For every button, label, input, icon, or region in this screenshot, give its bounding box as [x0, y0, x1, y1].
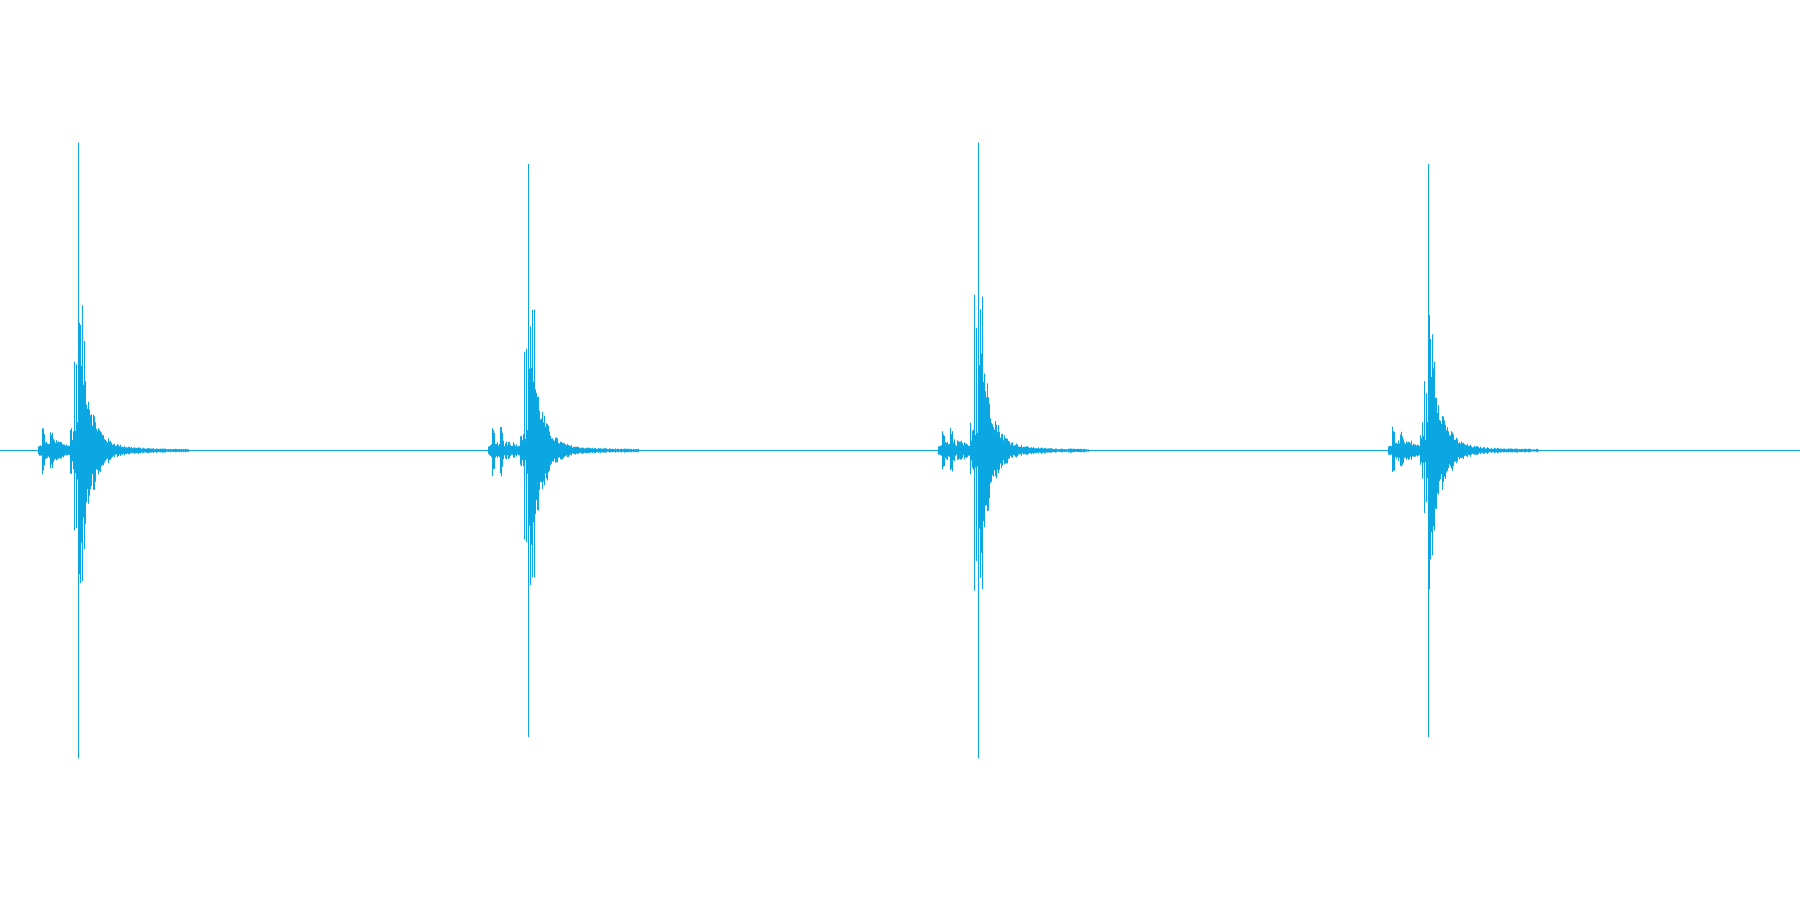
waveform-click-3: [938, 142, 1089, 759]
waveform-click-2: [488, 164, 639, 737]
click-burst: [1388, 315, 1539, 590]
click-burst: [38, 305, 189, 584]
click-burst: [938, 294, 1089, 591]
waveform-clicks: [38, 142, 1539, 759]
click-burst: [488, 308, 639, 586]
waveform-click-1: [38, 142, 189, 759]
waveform-click-4: [1388, 164, 1539, 737]
